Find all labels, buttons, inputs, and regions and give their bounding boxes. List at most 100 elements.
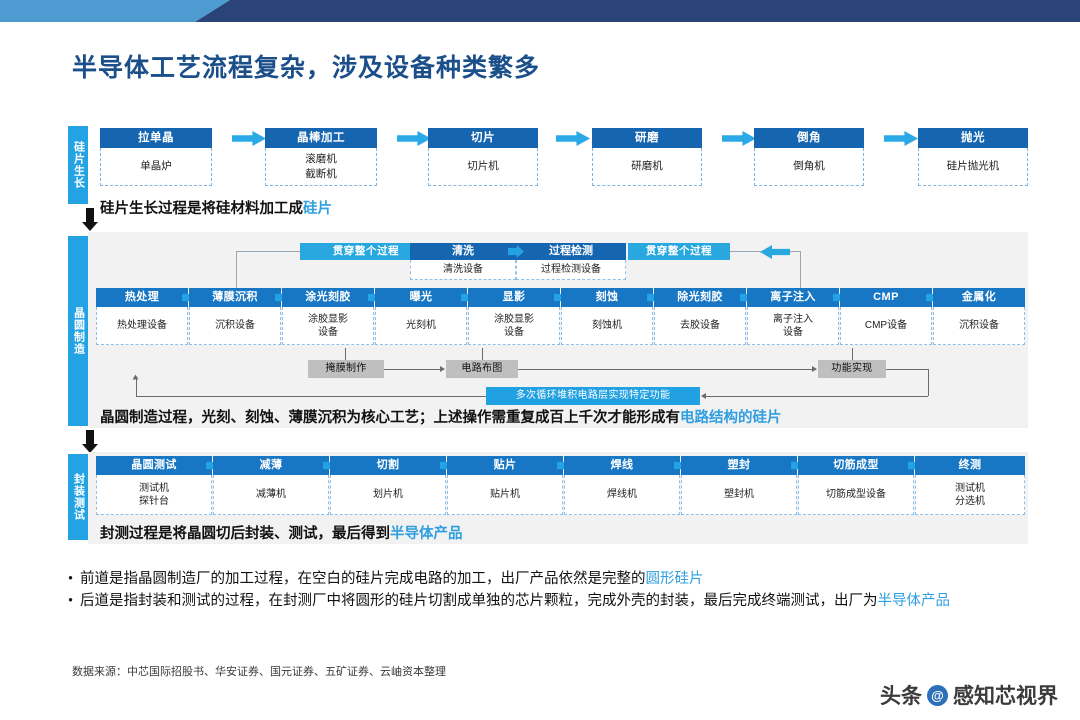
circuit-layout-box[interactable]: 电路布图 (446, 360, 518, 378)
step-equipment: 热处理设备 (96, 307, 188, 345)
step-equipment: 切筋成型设备 (798, 475, 914, 515)
step-name: 热处理 (96, 288, 188, 307)
step-name: 除光刻胶 (654, 288, 746, 307)
section-label-packaging: 封装测试 (68, 454, 88, 540)
step-box[interactable]: 薄膜沉积 沉积设备 (189, 288, 281, 345)
step-equipment: 去胶设备 (654, 307, 746, 345)
step-box[interactable]: 减薄 减薄机 (213, 456, 329, 515)
step-box[interactable]: 焊线 焊线机 (564, 456, 680, 515)
connector-line (136, 378, 137, 396)
list-item: • 前道是指晶圆制造厂的加工过程，在空白的硅片完成电路的加工，出厂产品依然是完整… (68, 568, 1028, 590)
bullet-list: • 前道是指晶圆制造厂的加工过程，在空白的硅片完成电路的加工，出厂产品依然是完整… (68, 568, 1028, 613)
through-process-label-left: 贯穿整个过程 (300, 243, 432, 260)
step-name: 贴片 (447, 456, 563, 475)
step-box[interactable]: 除光刻胶 去胶设备 (654, 288, 746, 345)
step-box[interactable]: 热处理 热处理设备 (96, 288, 188, 345)
top-banner (0, 0, 1080, 22)
connector-line (800, 251, 801, 289)
flow-arrow-icon (722, 131, 756, 146)
step-name: 薄膜沉积 (189, 288, 281, 307)
bullet-text-highlight: 圆形硅片 (645, 571, 704, 587)
at-sign-icon: @ (927, 684, 948, 706)
section-caption: 封测过程是将晶圆切后封装、测试，最后得到半导体产品 (100, 522, 463, 543)
flow-arrow-icon (397, 131, 431, 146)
section-label-wafer-growth: 硅片生长 (68, 126, 88, 204)
connector-line (236, 251, 300, 252)
step-box[interactable]: 研磨 研磨机 (592, 128, 702, 186)
step-box[interactable]: 切筋成型 切筋成型设备 (798, 456, 914, 515)
clean-equipment: 清洗设备 (410, 260, 516, 280)
section-arrow-1 (82, 208, 98, 231)
flow-arrow-icon (232, 131, 266, 146)
arrow-head-icon (440, 365, 445, 372)
step-name: 涂光刻胶 (282, 288, 374, 307)
connector-line (928, 369, 929, 396)
step-box[interactable]: 切片 切片机 (428, 128, 538, 186)
step-equipment: 研磨机 (592, 148, 702, 186)
step-box[interactable]: 金属化 沉积设备 (933, 288, 1025, 345)
arrow-head-icon (812, 365, 817, 372)
step-name: 终测 (915, 456, 1025, 475)
mask-making-box[interactable]: 掩膜制作 (308, 360, 384, 378)
bullet-text: 后道是指封装和测试的过程，在封测厂中将圆形的硅片切割成单独的芯片颗粒，完成外壳的… (80, 590, 950, 612)
step-equipment: 测试机 分选机 (915, 475, 1025, 515)
step-box[interactable]: 显影 涂胶显影 设备 (468, 288, 560, 345)
step-box[interactable]: CMP CMP设备 (840, 288, 932, 345)
step-box[interactable]: 晶圆测试 测试机 探针台 (96, 456, 212, 515)
connector-line (345, 348, 346, 360)
arrow-head-icon (132, 374, 139, 380)
caption-text: 硅片生长过程是将硅材料加工成 (100, 201, 303, 217)
bullet-dot-icon: • (68, 571, 74, 587)
banner-light-shape (0, 0, 230, 22)
step-equipment: 光刻机 (375, 307, 467, 345)
caption-highlight: 电路结构的硅片 (680, 410, 782, 426)
connector-line (236, 251, 237, 289)
section-caption: 硅片生长过程是将硅材料加工成硅片 (100, 197, 332, 218)
step-name: 金属化 (933, 288, 1025, 307)
step-box[interactable]: 曝光 光刻机 (375, 288, 467, 345)
page-title: 半导体工艺流程复杂，涉及设备种类繁多 (72, 54, 541, 82)
step-box[interactable]: 拉单晶 单晶炉 (100, 128, 212, 186)
connector-line (136, 396, 486, 397)
step-name: 刻蚀 (561, 288, 653, 307)
bullet-text-highlight: 半导体产品 (877, 593, 951, 610)
step-equipment: 焊线机 (564, 475, 680, 515)
step-box[interactable]: 终测 测试机 分选机 (915, 456, 1025, 515)
caption-text: 封测过程是将晶圆切后封装、测试，最后得到 (100, 526, 390, 542)
step-box[interactable]: 贴片 贴片机 (447, 456, 563, 515)
step-name: 倒角 (754, 128, 864, 148)
step-box[interactable]: 切割 划片机 (330, 456, 446, 515)
step-name: 焊线 (564, 456, 680, 475)
connector-line (518, 369, 812, 370)
step-equipment: 减薄机 (213, 475, 329, 515)
banner-dark-shape (195, 0, 1080, 22)
watermark-right-text: 感知芯视界 (953, 685, 1058, 708)
step-box[interactable]: 倒角 倒角机 (754, 128, 864, 186)
step-equipment: 刻蚀机 (561, 307, 653, 345)
connector-line (886, 369, 928, 370)
list-item: • 后道是指封装和测试的过程，在封测厂中将圆形的硅片切割成单独的芯片颗粒，完成外… (68, 590, 1028, 612)
step-box[interactable]: 塑封 塑封机 (681, 456, 797, 515)
step-equipment: 滚磨机 截断机 (265, 148, 377, 186)
connector-line (384, 369, 440, 370)
step-name: 减薄 (213, 456, 329, 475)
inspect-step-name[interactable]: 过程检测 (516, 243, 626, 260)
step-box[interactable]: 抛光 硅片抛光机 (918, 128, 1028, 186)
step-box[interactable]: 晶棒加工 滚磨机 截断机 (265, 128, 377, 186)
bullet-text-pre: 前道是指晶圆制造厂的加工过程，在空白的硅片完成电路的加工，出厂产品依然是完整的 (80, 571, 646, 587)
loop-description-bar: 多次循环堆积电路层实现特定功能 (486, 387, 700, 405)
clean-step-name[interactable]: 清洗 (410, 243, 516, 260)
watermark-left-text: 头条 (880, 685, 922, 708)
step-equipment: 塑封机 (681, 475, 797, 515)
step-name: 切割 (330, 456, 446, 475)
function-realize-box[interactable]: 功能实现 (818, 360, 886, 378)
step-name: CMP (840, 288, 932, 307)
step-box[interactable]: 刻蚀 刻蚀机 (561, 288, 653, 345)
step-box[interactable]: 离子注入 离子注入 设备 (747, 288, 839, 345)
inspect-equipment: 过程检测设备 (516, 260, 626, 280)
step-equipment: 沉积设备 (189, 307, 281, 345)
step-equipment: 测试机 探针台 (96, 475, 212, 515)
flow-arrow-icon (884, 131, 918, 146)
step-box[interactable]: 涂光刻胶 涂胶显影 设备 (282, 288, 374, 345)
step-name: 离子注入 (747, 288, 839, 307)
